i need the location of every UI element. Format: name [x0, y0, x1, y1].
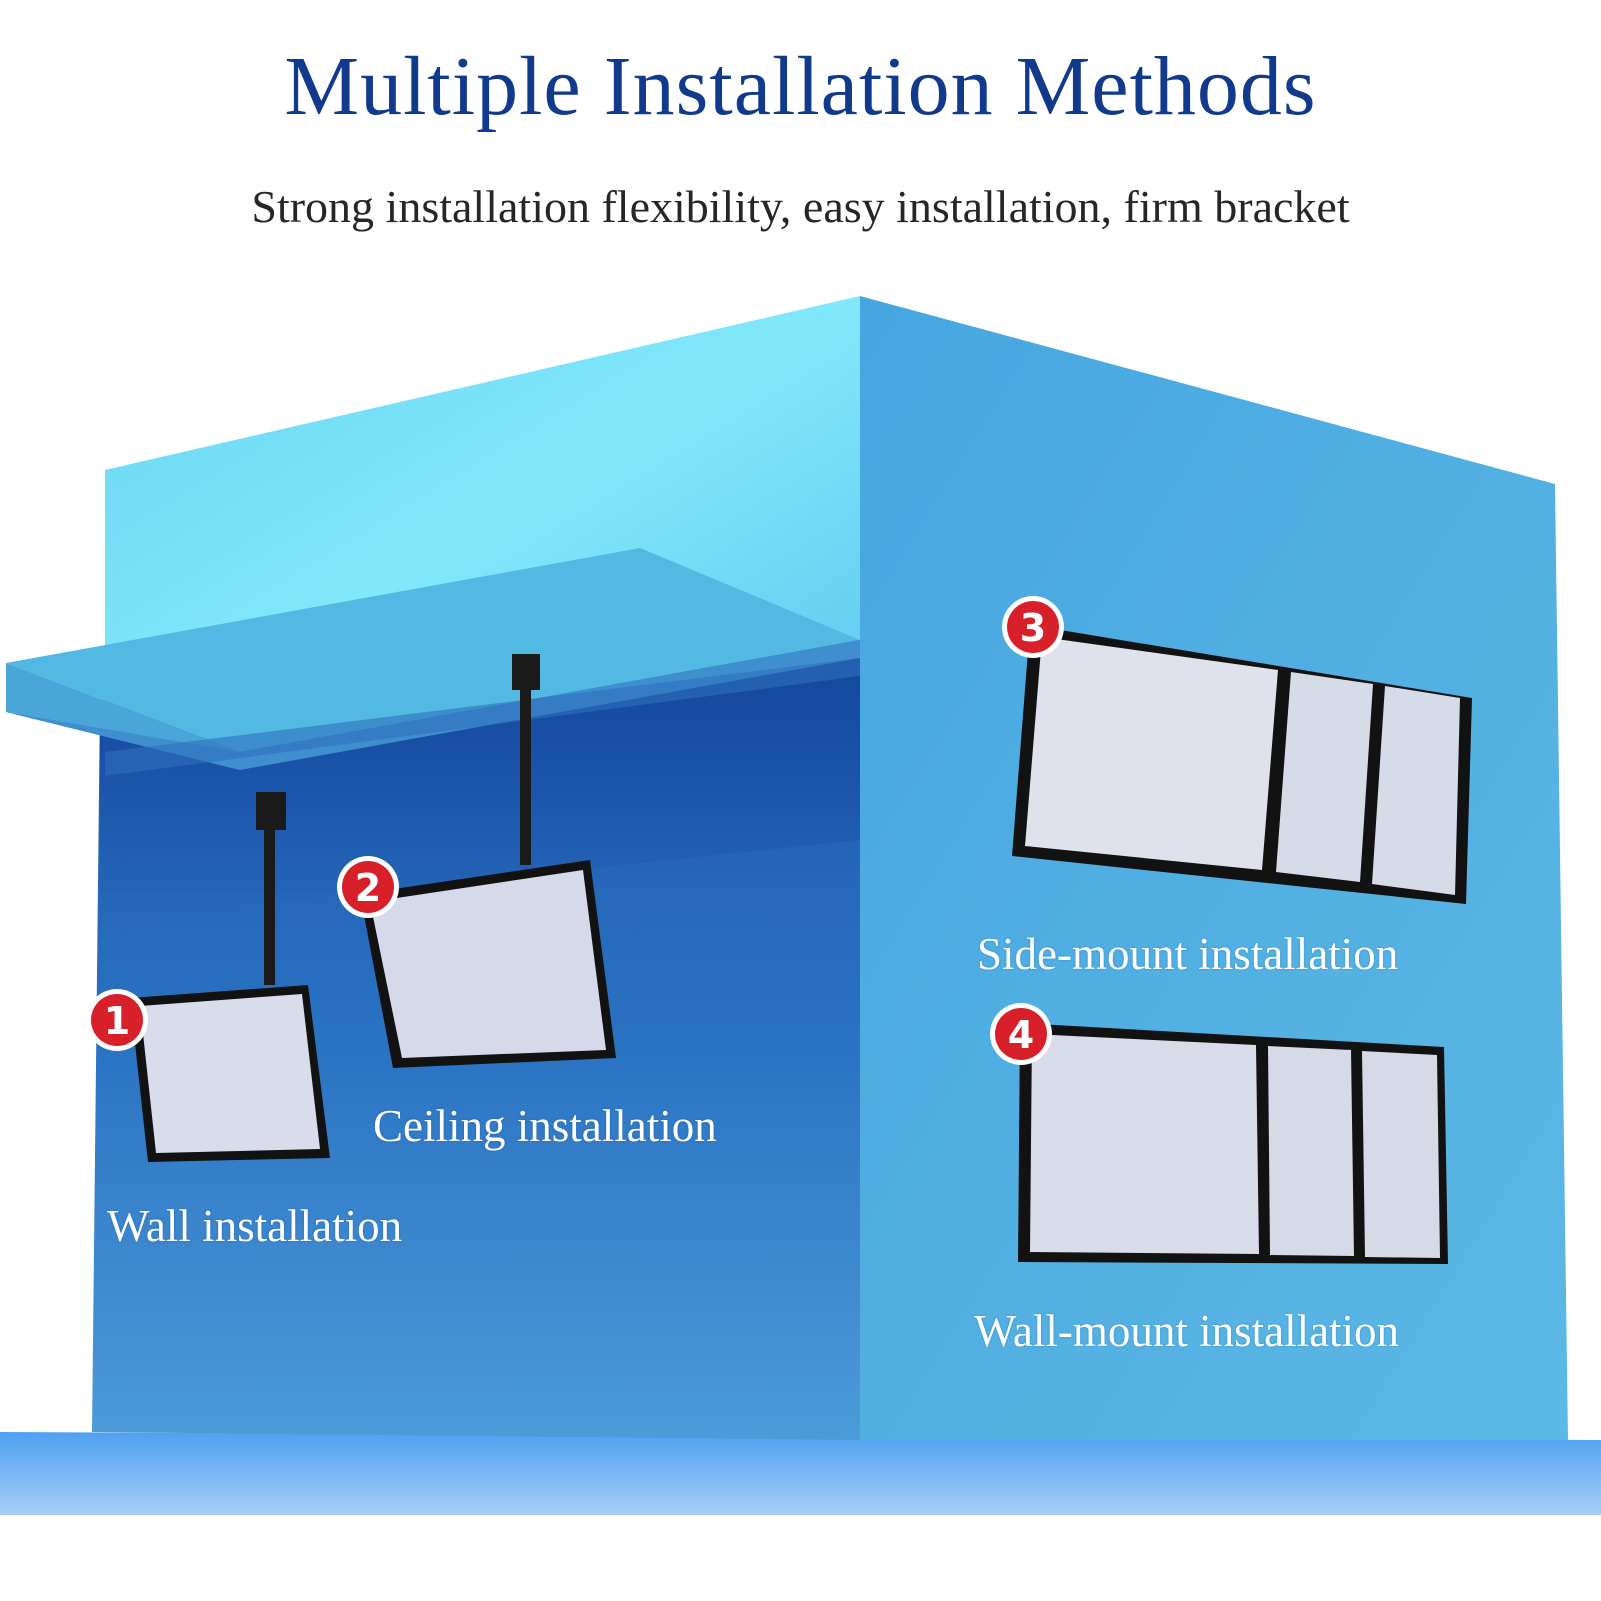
- badge-4-number: 4: [1008, 1013, 1034, 1057]
- wall-installation-screen: [130, 792, 330, 1162]
- badge-1: 1: [86, 989, 148, 1051]
- badge-3-number: 3: [1020, 606, 1046, 650]
- badge-1-number: 1: [104, 999, 130, 1043]
- wall-mount-installation-screen: [1018, 1023, 1448, 1264]
- page-title: Multiple Installation Methods: [284, 40, 1317, 133]
- badge-2-number: 2: [355, 866, 381, 910]
- ceiling-installation-label: Ceiling installation: [373, 1101, 717, 1151]
- side-mount-installation-label: Side-mount installation: [977, 929, 1399, 979]
- badge-4: 4: [990, 1003, 1052, 1065]
- badge-3: 3: [1002, 596, 1064, 658]
- ceiling-installation-screen: [360, 654, 616, 1068]
- badge-2: 2: [337, 856, 399, 918]
- floor: [0, 1432, 1601, 1515]
- wall-mount-installation-label: Wall-mount installation: [974, 1306, 1400, 1356]
- page-subtitle: Strong installation flexibility, easy in…: [251, 181, 1350, 232]
- side-mount-installation-screen: [1012, 625, 1472, 904]
- wall-installation-label: Wall installation: [107, 1201, 403, 1251]
- canopy-top: [6, 548, 860, 752]
